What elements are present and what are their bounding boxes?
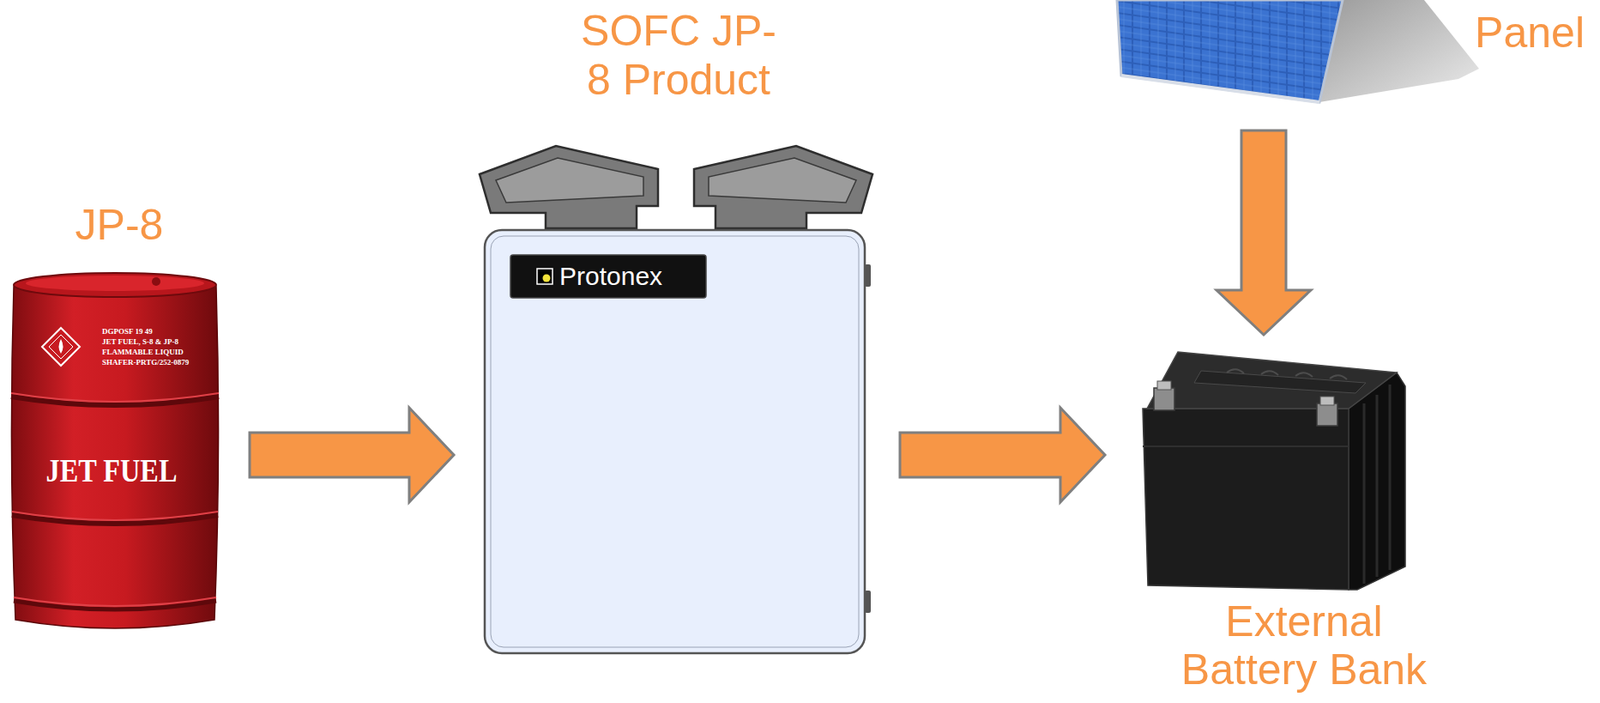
block-arrow [1216, 130, 1311, 335]
sofc-housing [484, 229, 871, 653]
solar-panel [1116, 0, 1480, 103]
battery [1142, 351, 1406, 590]
barrel-marking: DGPOSF 19 49 [102, 326, 153, 337]
brand-logo: Protonex [559, 261, 689, 291]
node-heading: External Battery Bank [1175, 597, 1433, 694]
block-arrow [899, 407, 1105, 502]
fuel-barrel-node: JP-8JET FUEL [10, 195, 229, 627]
barrel-marking: SHAFER-PRTG/252-0879 [102, 357, 189, 368]
exhaust-fins [479, 145, 873, 229]
fuel-barrel [11, 272, 219, 628]
battery-bank-node: External Battery Bank [1137, 350, 1442, 701]
barrel-marking: JET FUEL, S-8 & JP-8 [102, 337, 179, 347]
barrel-stencil: JET FUEL [25, 451, 199, 490]
node-heading: Panel [1464, 8, 1585, 58]
sofc-product-node: SOFC JP-8 ProductProtonex [484, 6, 865, 653]
barrel-marking: FLAMMABLE LIQUID [102, 347, 184, 357]
block-arrow [249, 407, 454, 502]
solar-panel-node: Panel [1116, 0, 1592, 103]
node-heading: SOFC JP-8 Product [571, 6, 786, 105]
node-heading: JP-8 [10, 200, 229, 250]
